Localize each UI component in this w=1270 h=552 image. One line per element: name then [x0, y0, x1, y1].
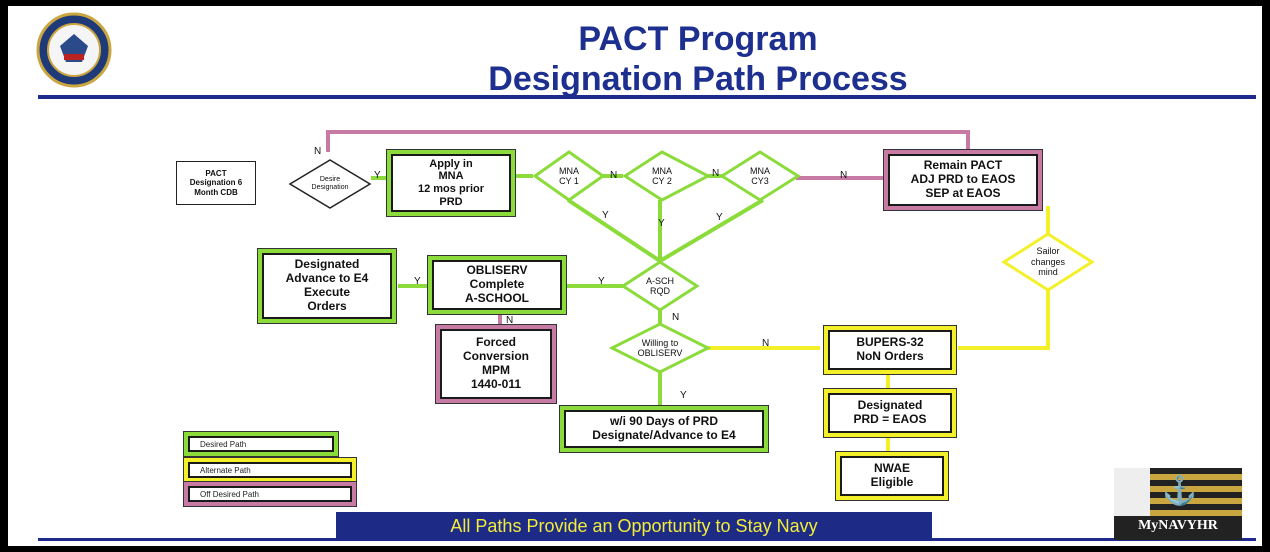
- footer-banner: All Paths Provide an Opportunity to Stay…: [336, 512, 932, 540]
- mynavyhr-logo: ⚓ MyNAVYHR: [1114, 468, 1242, 540]
- obliserv-a-school-box: OBLISERV Complete A-SCHOOL: [432, 260, 562, 310]
- label-y: Y: [374, 170, 381, 181]
- flow-connectors: [288, 130, 1095, 454]
- legend-desired-path: Desired Path: [188, 436, 334, 452]
- designated-prd-eaos-box: Designated PRD = EAOS: [828, 393, 952, 433]
- label-n: N: [610, 170, 618, 181]
- legend-alternate-path: Alternate Path: [188, 462, 352, 478]
- slide: PACT Program Designation Path Process: [8, 6, 1262, 546]
- remain-pact-box: Remain PACT ADJ PRD to EAOS SEP at EAOS: [888, 154, 1038, 206]
- navy-seal-icon: [36, 12, 112, 88]
- page-title-line1: PACT Program: [578, 20, 818, 58]
- label-n: N: [672, 312, 680, 323]
- label-y: Y: [602, 210, 609, 221]
- label-y: Y: [414, 276, 421, 287]
- mna-cy3-decision: MNA CY3: [750, 165, 770, 186]
- label-y: Y: [658, 218, 665, 229]
- willing-to-obliserv-decision: Willing to OBLISERV: [637, 337, 683, 358]
- designated-advance-e4-box: Designated Advance to E4 Execute Orders: [262, 253, 392, 319]
- bupers-32-box: BUPERS-32 NoN Orders: [828, 330, 952, 370]
- label-y: Y: [680, 390, 687, 401]
- legend-off-desired-path: Off Desired Path: [188, 486, 352, 502]
- label-n: N: [314, 146, 322, 157]
- sailor-changes-mind-decision: Sailor changes mind: [1030, 246, 1066, 278]
- within-90-days-box: w/i 90 Days of PRD Designate/Advance to …: [564, 410, 764, 448]
- desire-designation-decision: Desire Designation: [311, 175, 349, 191]
- desire-diamond: [288, 159, 372, 209]
- label-y: Y: [598, 276, 605, 287]
- a-school-required-decision: A-SCH RQD: [645, 275, 674, 296]
- label-n: N: [506, 315, 514, 326]
- label-n: N: [840, 170, 848, 181]
- mna-cy2-decision: MNA CY 2: [652, 165, 672, 186]
- page-title-line2: Designation Path Process: [488, 60, 908, 98]
- mna-cy1-decision: MNA CY 1: [559, 165, 579, 186]
- forced-conversion-box: Forced Conversion MPM 1440-011: [440, 329, 552, 399]
- nwae-eligible-box: NWAE Eligible: [840, 456, 944, 496]
- apply-in-mna-box: Apply in MNA 12 mos prior PRD: [391, 154, 511, 212]
- anchor-icon: ⚓: [1162, 475, 1197, 506]
- pact-designation-note: PACT Designation 6 Month CDB: [176, 161, 256, 205]
- title-divider: [38, 95, 1256, 99]
- label-n: N: [712, 168, 720, 179]
- label-n: N: [762, 338, 770, 349]
- label-y: Y: [716, 212, 723, 223]
